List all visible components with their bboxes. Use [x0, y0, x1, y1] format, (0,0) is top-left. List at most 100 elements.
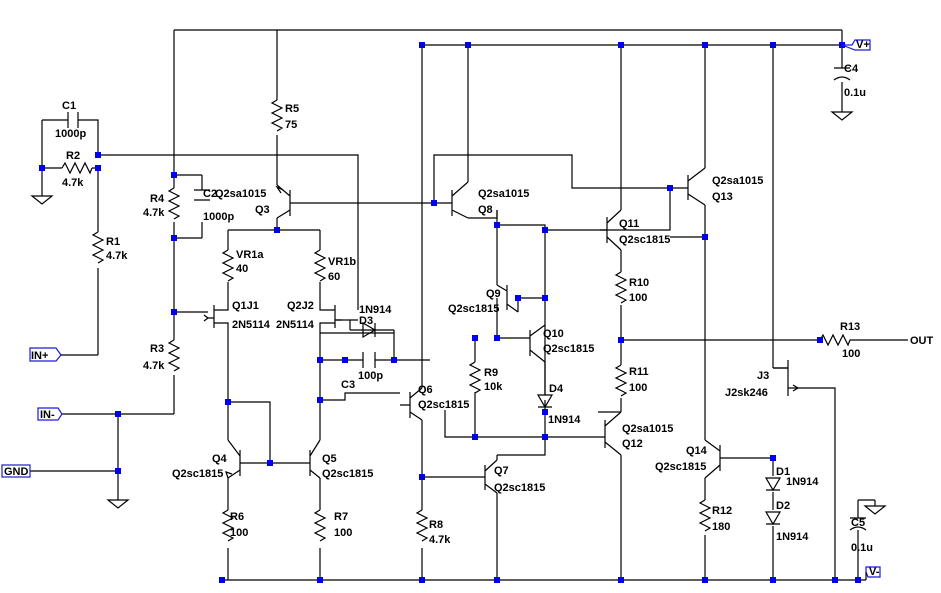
resistor-r5-symbol	[270, 99, 284, 132]
transistor-q6-symbol	[400, 387, 423, 421]
c1-ref: C1	[62, 100, 76, 112]
c2-value: 1000p	[203, 211, 234, 223]
j3-value: J2sk246	[725, 387, 768, 399]
d3-ref: D3	[359, 315, 373, 327]
jfet-q1j1-symbol	[208, 305, 229, 328]
d3-value: 1N914	[359, 304, 392, 316]
q13-ref: Q13	[712, 191, 733, 203]
q7-ref: Q7	[494, 465, 509, 477]
resistor-r2-symbol	[61, 161, 93, 175]
r2-value: 4.7k	[62, 177, 84, 189]
q8-ref: Q8	[478, 204, 493, 216]
resistor-r8-symbol	[415, 509, 429, 542]
transistor-q7-symbol	[475, 459, 498, 494]
d2-ref: D2	[776, 500, 790, 512]
r6-ref: R6	[230, 511, 244, 523]
svg-text:GND: GND	[4, 466, 29, 478]
c3-ref: C3	[341, 379, 355, 391]
r13-value: 100	[842, 348, 860, 360]
q3-ref: Q3	[255, 204, 270, 216]
r11-ref: R11	[629, 366, 649, 378]
vr1b-value: 60	[328, 271, 340, 283]
resistor-r7-symbol	[313, 509, 327, 542]
vr1a-value: 40	[236, 263, 248, 275]
r13-ref: R13	[840, 321, 860, 333]
q6-ref: Q6	[418, 384, 433, 396]
q2j2-ref: Q2J2	[287, 300, 314, 312]
resistor-r3-symbol	[167, 339, 181, 372]
jfet-j3-symbol	[773, 360, 798, 396]
resistor-r10-symbol	[614, 271, 628, 304]
diode-d3-symbol	[350, 321, 394, 339]
resistor-r4-symbol	[167, 187, 181, 220]
resistor-vr1a-symbol	[221, 249, 235, 282]
capacitor-c4-symbol	[833, 67, 851, 81]
ground-symbol	[30, 195, 54, 205]
diode-d4-symbol	[536, 362, 554, 409]
symbols	[30, 67, 887, 542]
port-vminus: V-	[865, 566, 881, 580]
q11-value: Q2sc1815	[619, 234, 670, 246]
jfet-q2j2-symbol	[319, 305, 342, 328]
svg-text:V-: V-	[869, 566, 880, 578]
r2-ref: R2	[66, 150, 80, 162]
r9-ref: R9	[484, 367, 498, 379]
r1-value: 4.7k	[106, 250, 128, 262]
c4-ref: C4	[844, 63, 859, 75]
port-vplus: V+	[841, 39, 871, 51]
transistor-q11-symbol	[598, 209, 622, 251]
q12-ref: Q12	[622, 438, 643, 450]
r7-ref: R7	[334, 511, 348, 523]
q12-value: Q2sa1015	[622, 423, 673, 435]
r1-ref: R1	[106, 236, 120, 248]
ground-symbol	[106, 499, 130, 509]
q14-value: Q2sc1815	[655, 461, 706, 473]
r8-value: 4.7k	[429, 534, 451, 546]
resistor-r12-symbol	[698, 499, 712, 532]
transistor-q4-symbol	[227, 439, 252, 479]
svg-text:IN+: IN+	[31, 350, 48, 362]
capacitor-c2-symbol	[194, 189, 210, 201]
q10-ref: Q10	[543, 328, 564, 340]
d2-value: 1N914	[776, 531, 809, 543]
resistor-r1-symbol	[91, 231, 105, 264]
d1-value: 1N914	[786, 476, 819, 488]
junction-dots	[39, 42, 861, 583]
q1j1-value: 2N5114	[232, 319, 271, 331]
transistor-q12-symbol	[598, 411, 622, 456]
c4-value: 0.1u	[844, 87, 866, 99]
q2j2-value: 2N5114	[276, 319, 315, 331]
port-out: OUT	[910, 335, 934, 347]
r8-ref: R8	[429, 519, 443, 531]
vr1b-ref: VR1b	[328, 256, 356, 268]
r3-ref: R3	[150, 343, 164, 355]
c1-value: 1000p	[55, 128, 86, 140]
q4-ref: Q4	[212, 453, 228, 465]
component-labels: C1 1000p R2 4.7k R1 4.7k R4 4.7k C2 1000…	[55, 63, 873, 554]
svg-text:IN-: IN-	[40, 409, 55, 421]
r5-ref: R5	[285, 103, 299, 115]
diode-d2-symbol	[764, 511, 782, 526]
resistor-r6-symbol	[221, 509, 235, 542]
port-inminus: IN-	[37, 407, 63, 421]
c5-ref: C5	[851, 517, 865, 529]
r4-value: 4.7k	[143, 207, 165, 219]
capacitor-c5-symbol	[849, 517, 867, 531]
transistor-q3-symbol	[276, 184, 300, 219]
c3-value: 100p	[358, 370, 383, 382]
r9-value: 10k	[484, 381, 503, 393]
d4-value: 1N914	[548, 414, 581, 426]
transistor-q8-symbol	[434, 181, 469, 219]
q9-ref: Q9	[486, 288, 501, 300]
q10-value: Q2sc1815	[543, 343, 594, 355]
q13-value: Q2sa1015	[712, 175, 763, 187]
r12-ref: R12	[712, 505, 732, 517]
resistor-r9-symbol	[468, 361, 482, 394]
q3-value: Q2sa1015	[215, 188, 266, 200]
ground-symbol	[830, 111, 854, 121]
r12-value: 180	[712, 521, 730, 533]
vr1a-ref: VR1a	[236, 249, 264, 261]
d4-ref: D4	[549, 383, 564, 395]
q5-value: Q2sc1815	[322, 468, 373, 480]
r10-ref: R10	[629, 277, 649, 289]
